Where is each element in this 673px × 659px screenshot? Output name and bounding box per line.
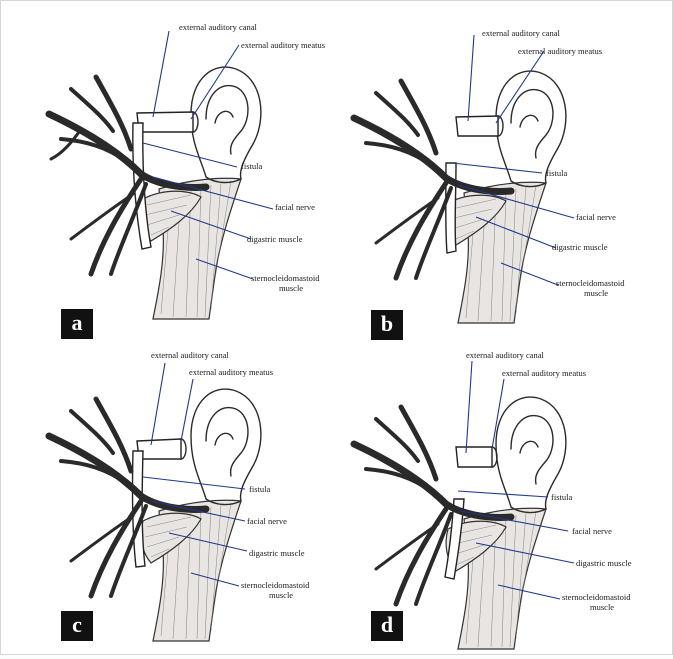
label-external-auditory-meatus: external auditory meatus <box>502 369 586 378</box>
panel-c: external auditory canal external auditor… <box>41 341 341 651</box>
label-digastric-muscle: digastric muscle <box>249 549 304 558</box>
label-external-auditory-canal: external auditory canal <box>466 351 544 360</box>
label-external-auditory-meatus: external auditory meatus <box>518 47 602 56</box>
label-digastric-muscle: digastric muscle <box>576 559 631 568</box>
panel-a: external auditory canal external auditor… <box>41 19 341 329</box>
label-external-auditory-meatus: external auditory meatus <box>241 41 325 50</box>
label-sternocleidomastoid-line2: muscle <box>269 591 293 600</box>
label-sternocleidomastoid-line2: muscle <box>584 289 608 298</box>
leader-meatus <box>191 45 239 119</box>
label-fistula: fistula <box>241 162 262 171</box>
panel-badge-a: a <box>61 309 93 339</box>
label-sternocleidomastoid-line2: muscle <box>590 603 614 612</box>
label-external-auditory-canal: external auditory canal <box>482 29 560 38</box>
panel-b: external auditory canal external auditor… <box>346 23 646 333</box>
label-fistula: fistula <box>249 485 270 494</box>
label-sternocleidomastoid-line1: sternocleidomastoid <box>562 593 630 602</box>
label-digastric-muscle: digastric muscle <box>247 235 302 244</box>
label-external-auditory-canal: external auditory canal <box>179 23 257 32</box>
label-sternocleidomastoid-line1: sternocleidomastoid <box>556 279 624 288</box>
leader-fistula <box>143 143 237 167</box>
panel-badge-c: c <box>61 611 93 641</box>
label-sternocleidomastoid-line1: sternocleidomastoid <box>251 274 319 283</box>
label-facial-nerve: facial nerve <box>275 203 315 212</box>
panel-badge-b: b <box>371 310 403 340</box>
label-sternocleidomastoid-line2: muscle <box>279 284 303 293</box>
label-facial-nerve: facial nerve <box>572 527 612 536</box>
panel-badge-d: d <box>371 611 403 641</box>
label-fistula: fistula <box>546 169 567 178</box>
external-auditory-canal-tube <box>137 112 193 132</box>
panel-d: external auditory canal external auditor… <box>346 349 646 659</box>
label-digastric-muscle: digastric muscle <box>552 243 607 252</box>
label-fistula: fistula <box>551 493 572 502</box>
label-facial-nerve: facial nerve <box>247 517 287 526</box>
label-sternocleidomastoid-line1: sternocleidomastoid <box>241 581 309 590</box>
leader-canal <box>153 31 169 117</box>
label-facial-nerve: facial nerve <box>576 213 616 222</box>
label-external-auditory-meatus: external auditory meatus <box>189 368 273 377</box>
label-external-auditory-canal: external auditory canal <box>151 351 229 360</box>
ear-diagram-c <box>41 341 341 651</box>
